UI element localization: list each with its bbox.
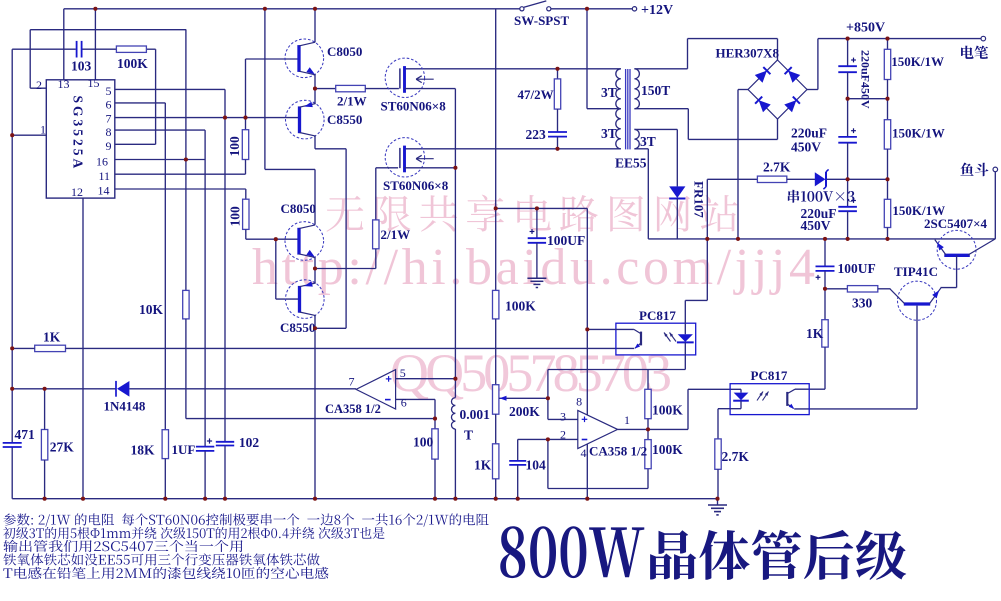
svg-text:C8050: C8050 xyxy=(281,201,316,216)
svg-text:3T: 3T xyxy=(601,126,617,141)
svg-text:1K: 1K xyxy=(43,330,61,345)
svg-text:8: 8 xyxy=(106,125,112,139)
svg-text:12: 12 xyxy=(71,185,83,199)
svg-text:8: 8 xyxy=(576,395,582,409)
svg-text:C8550: C8550 xyxy=(327,112,362,127)
svg-text:2.7K: 2.7K xyxy=(722,449,750,464)
svg-text:2SC5407×4: 2SC5407×4 xyxy=(924,216,988,231)
svg-text:ST60N06×8: ST60N06×8 xyxy=(383,178,449,193)
svg-text:6: 6 xyxy=(401,396,407,410)
svg-text:3T: 3T xyxy=(640,134,656,149)
svg-text:5: 5 xyxy=(106,84,112,98)
svg-text:1K: 1K xyxy=(474,458,492,473)
svg-text:7: 7 xyxy=(106,112,112,126)
svg-text:150K/1W: 150K/1W xyxy=(892,126,945,141)
svg-text:11: 11 xyxy=(99,169,111,183)
svg-text:220uF: 220uF xyxy=(791,126,827,141)
svg-text:450V: 450V xyxy=(791,140,821,155)
svg-text:4: 4 xyxy=(581,446,587,460)
svg-text:100K: 100K xyxy=(652,403,683,418)
svg-text:1: 1 xyxy=(624,413,630,427)
svg-text:104: 104 xyxy=(526,458,547,473)
svg-text:QQ505785703: QQ505785703 xyxy=(390,343,672,403)
svg-text:27K: 27K xyxy=(50,440,75,455)
svg-text:450V: 450V xyxy=(801,218,831,233)
svg-text:15: 15 xyxy=(88,76,100,90)
svg-text:13: 13 xyxy=(58,77,70,91)
svg-text:471: 471 xyxy=(15,427,36,442)
svg-text:2.7K: 2.7K xyxy=(763,160,791,175)
svg-text:200K: 200K xyxy=(509,404,540,419)
svg-text:TIP41C: TIP41C xyxy=(894,264,938,279)
svg-text:18K: 18K xyxy=(131,443,156,458)
svg-text:100: 100 xyxy=(227,136,242,157)
svg-text:PC817: PC817 xyxy=(639,308,676,323)
svg-text:C8550: C8550 xyxy=(280,320,315,335)
svg-text:HER307X8: HER307X8 xyxy=(716,46,780,61)
svg-text:100UF: 100UF xyxy=(547,233,585,248)
svg-text:FR107: FR107 xyxy=(692,181,707,218)
svg-text:3: 3 xyxy=(560,410,566,424)
svg-text:6: 6 xyxy=(106,98,112,112)
svg-text:150K/1W: 150K/1W xyxy=(892,203,945,218)
svg-text:14: 14 xyxy=(98,184,110,198)
svg-text:1K: 1K xyxy=(806,326,824,341)
svg-text:2/1W: 2/1W xyxy=(381,227,411,242)
svg-text:2/1W: 2/1W xyxy=(337,94,367,109)
svg-text:150K/1W: 150K/1W xyxy=(891,54,944,69)
svg-text:16: 16 xyxy=(96,155,108,169)
svg-text:223: 223 xyxy=(526,127,547,142)
svg-text:T: T xyxy=(464,428,473,443)
svg-text:7: 7 xyxy=(349,375,355,389)
svg-text:102: 102 xyxy=(239,435,260,450)
svg-text:220uF: 220uF xyxy=(801,206,837,221)
svg-text:CA358 1/2: CA358 1/2 xyxy=(589,444,647,459)
svg-text:1N4148: 1N4148 xyxy=(104,399,146,414)
svg-text:100K: 100K xyxy=(117,56,148,71)
svg-text:3T: 3T xyxy=(601,85,617,100)
svg-text:9: 9 xyxy=(106,139,112,153)
svg-text:330: 330 xyxy=(852,296,873,311)
svg-text:1UF: 1UF xyxy=(172,442,196,457)
svg-text:220uF450V: 220uF450V xyxy=(859,50,873,109)
svg-text:EE55: EE55 xyxy=(615,156,647,171)
svg-text:2: 2 xyxy=(36,78,42,92)
svg-text:103: 103 xyxy=(71,59,92,74)
svg-text:2: 2 xyxy=(560,428,566,442)
svg-text:150T: 150T xyxy=(641,83,670,98)
svg-text:100UF: 100UF xyxy=(838,261,876,276)
svg-text:http://hi.baidu.com/jjj4: http://hi.baidu.com/jjj4 xyxy=(252,239,815,296)
svg-text:C8050: C8050 xyxy=(327,44,362,59)
svg-text:10K: 10K xyxy=(139,302,164,317)
svg-text:PC817: PC817 xyxy=(751,368,788,383)
svg-text:100: 100 xyxy=(413,435,434,450)
svg-text:SW-SPST: SW-SPST xyxy=(514,13,569,28)
svg-text:100K: 100K xyxy=(652,442,683,457)
svg-text:+12V: +12V xyxy=(641,3,673,18)
svg-text:SG3525A: SG3525A xyxy=(71,96,86,172)
svg-text:100K: 100K xyxy=(505,299,536,314)
svg-text:1: 1 xyxy=(40,123,46,137)
svg-text:47/2W: 47/2W xyxy=(518,87,554,102)
svg-text:ST60N06×8: ST60N06×8 xyxy=(381,99,447,114)
svg-text:5: 5 xyxy=(400,366,406,380)
svg-text:100: 100 xyxy=(228,206,243,227)
svg-text:+850V: +850V xyxy=(846,21,885,36)
svg-text:0.001: 0.001 xyxy=(460,407,491,422)
svg-text:CA358 1/2: CA358 1/2 xyxy=(325,402,381,416)
